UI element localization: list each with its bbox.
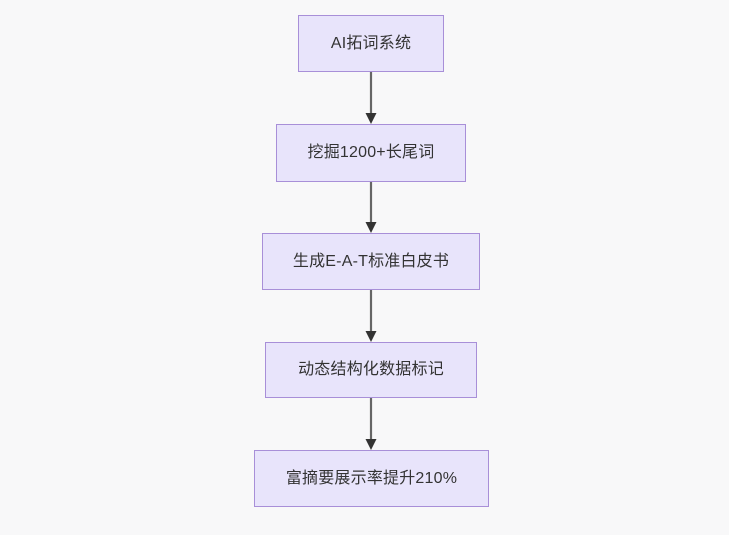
arrow-down-icon [365,182,377,233]
arrow-down-icon [365,398,377,450]
flow-node-generate-eat-whitepaper[interactable]: 生成E-A-T标准白皮书 [262,233,480,290]
arrow-down-icon [365,290,377,342]
flow-node-ai-keyword-system[interactable]: AI拓词系统 [298,15,444,72]
flow-node-label: 生成E-A-T标准白皮书 [292,252,450,270]
flow-node-rich-snippet-rate-increase[interactable]: 富摘要展示率提升210% [254,450,489,507]
connector-n1-n2 [364,72,378,124]
arrow-down-icon [365,72,377,124]
flow-node-label: 挖掘1200+长尾词 [307,144,435,162]
flow-node-mine-longtail-keywords[interactable]: 挖掘1200+长尾词 [276,124,466,182]
connector-n2-n3 [364,182,378,233]
flow-node-label: 动态结构化数据标记 [298,361,444,379]
flow-node-label: AI拓词系统 [330,34,412,52]
connector-n4-n5 [364,398,378,450]
flow-node-label: 富摘要展示率提升210% [285,469,458,487]
flow-node-dynamic-structured-data-markup[interactable]: 动态结构化数据标记 [265,342,477,398]
connector-n3-n4 [364,290,378,342]
